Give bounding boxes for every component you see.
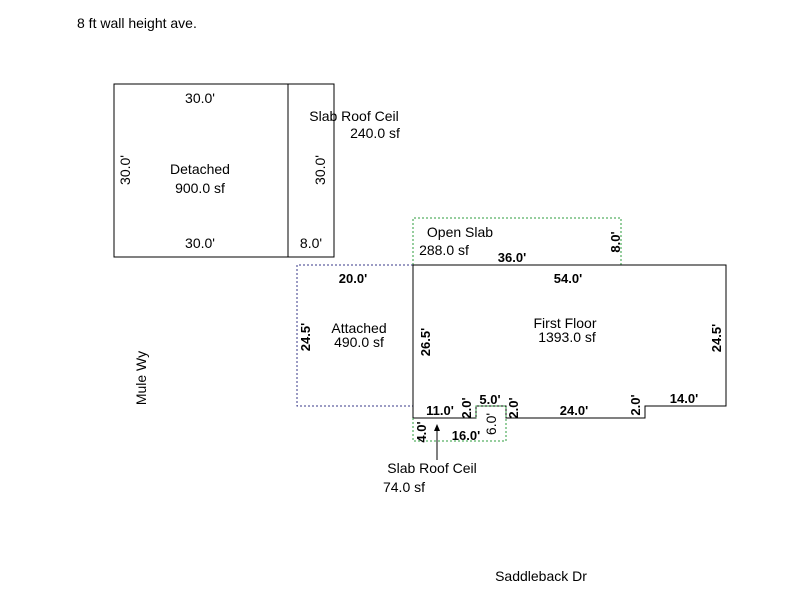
dim-bottom-14: 14.0': [670, 391, 698, 406]
dim-open-slab-top: 36.0': [498, 250, 526, 265]
first-floor-label: First Floor: [534, 315, 597, 331]
first-floor-area: 1393.0 sf: [538, 329, 596, 345]
dim-bottom-5: 5.0': [479, 392, 500, 407]
dim-attached-top: 20.0': [339, 271, 367, 286]
dim-detached-left: 30.0': [117, 155, 133, 185]
dim-bottom-2a: 2.0': [459, 397, 474, 418]
slab-roof-top-label: Slab Roof Ceil: [309, 108, 399, 124]
detached-label: Detached: [170, 161, 230, 177]
dim-open-slab-side: 8.0': [608, 231, 623, 252]
wall-height-note: 8 ft wall height ave.: [77, 15, 197, 31]
slab-roof-bottom-outline: [412, 405, 507, 442]
slab-roof-bottom-area: 74.0 sf: [383, 479, 425, 495]
attached-outline: [296, 264, 413, 407]
dim-first-floor-left: 26.5': [418, 328, 433, 356]
dim-slab-roof-bottom-width: 16.0': [452, 428, 480, 443]
leader-arrowhead: [434, 424, 440, 431]
detached-area: 900.0 sf: [175, 180, 225, 196]
dim-bottom-2c: 2.0': [628, 394, 643, 415]
slab-roof-top-area: 240.0 sf: [350, 125, 400, 141]
first-floor-outline: [412, 264, 727, 419]
slab-roof-bottom-label: Slab Roof Ceil: [387, 460, 477, 476]
dim-slab-roof-bottom-side: 4.0': [414, 421, 429, 442]
dim-bottom-2b: 2.0': [506, 397, 521, 418]
dim-slab-roof-bottom-inner: 6.0': [483, 413, 499, 435]
slab-roof-top-outline: [287, 83, 335, 258]
dim-first-floor-right: 24.5': [709, 324, 724, 352]
open-slab-area: 288.0 sf: [419, 242, 469, 258]
attached-label: Attached: [331, 320, 386, 336]
street-mule-wy: Mule Wy: [133, 351, 149, 405]
dim-detached-top: 30.0': [185, 90, 215, 106]
dim-first-floor-top: 54.0': [554, 271, 582, 286]
street-saddleback-dr: Saddleback Dr: [495, 568, 587, 584]
open-slab-label: Open Slab: [427, 224, 493, 240]
dim-bottom-24: 24.0': [560, 403, 588, 418]
dim-detached-bottom: 30.0': [185, 235, 215, 251]
dim-attached-side: 24.5': [298, 323, 313, 351]
dim-bottom-11: 11.0': [426, 403, 454, 418]
dim-slab-roof-side: 30.0': [312, 155, 328, 185]
attached-area: 490.0 sf: [334, 334, 384, 350]
dim-slab-roof-bottom: 8.0': [300, 235, 322, 251]
